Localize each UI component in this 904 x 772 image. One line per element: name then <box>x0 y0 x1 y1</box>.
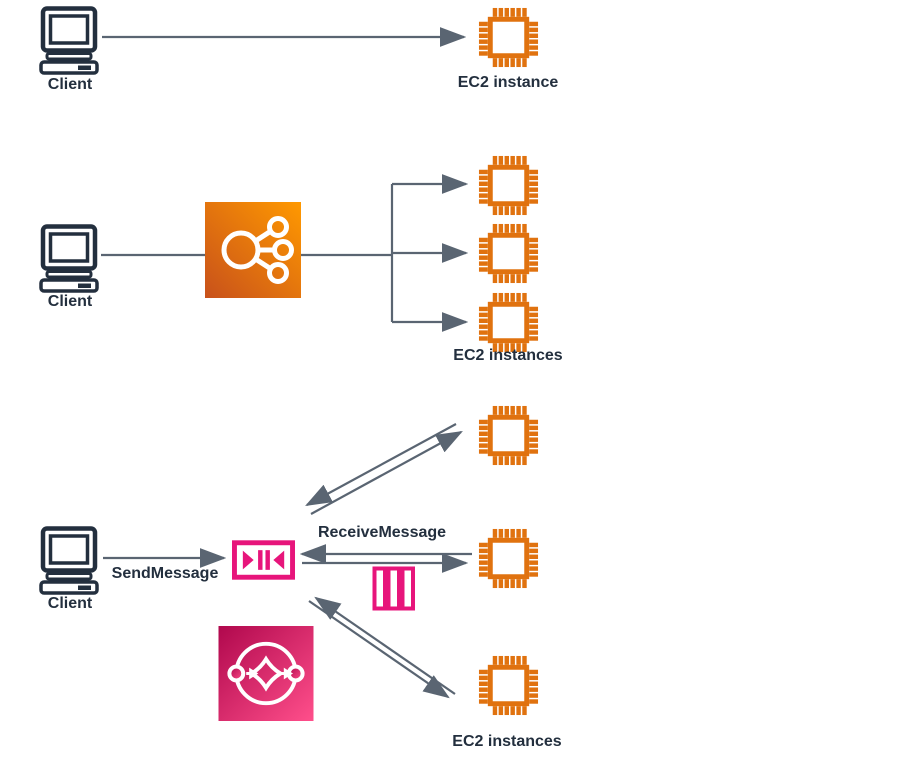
ec2-chip-icon <box>477 404 540 467</box>
sendmessage-label: SendMessage <box>111 565 219 582</box>
ec2-chip-icon <box>477 291 540 354</box>
load-balancer-icon <box>205 202 301 298</box>
arrow-queue-to-ec2bottom <box>308 600 450 699</box>
queue-messages-icon <box>372 566 416 611</box>
ec2-instance-label: EC2 instance <box>457 74 559 91</box>
ec2-instances-label: EC2 instances <box>452 733 562 750</box>
ec2-chip-icon <box>477 527 540 590</box>
ec2-chip-icon <box>477 6 540 69</box>
sqs-queue-icon <box>232 540 295 580</box>
client-label: Client <box>47 595 93 612</box>
client-icon <box>36 526 102 596</box>
arrow-ec2bottom-to-queue <box>314 596 456 695</box>
ec2-chip-icon <box>477 222 540 285</box>
client-label: Client <box>47 293 93 310</box>
ec2-chip-icon <box>477 154 540 217</box>
ec2-chip-icon <box>477 654 540 717</box>
receivemessage-label: ReceiveMessage <box>317 524 447 541</box>
arrow-ec2top-to-queue <box>305 423 457 507</box>
arrow-queue-to-ec2top <box>310 430 463 515</box>
client-icon <box>36 224 102 294</box>
client-icon <box>36 6 102 76</box>
client-label: Client <box>47 76 93 93</box>
ec2-instances-label: EC2 instances <box>453 347 563 364</box>
sqs-service-icon <box>218 626 314 721</box>
